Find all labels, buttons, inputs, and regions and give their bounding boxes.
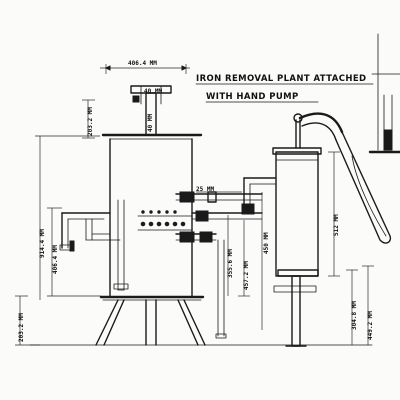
filter-media [137,210,193,231]
dim-label-bottom-left: 203.2 MM [18,313,25,342]
hand-pump [272,112,392,347]
dimension-top-left: 203.2 MM [82,99,95,139]
dimension-top-width: 406.4 MM [100,60,190,74]
dim-label-top-width: 406.4 MM [128,60,157,67]
dim-label-left-full: 914.4 MM [39,229,46,258]
dim-label-right-450: 450 MM [263,232,270,254]
dim-label-top-left-height: 203.2 MM [87,107,94,136]
title-line-2: WITH HAND PUMP [206,92,299,102]
top-stem-assembly: 40 MM 40 MM [130,85,172,136]
connecting-pipes: 25 MM [175,177,277,339]
tank-body [99,133,205,301]
dim-label-left-lower: 406.4 MM [52,245,59,274]
dimension-left-full: 914.4 MM 406.4 MM [35,135,101,300]
dim-label-stem: 40 MM [144,88,162,95]
dim-label-right-512: 512 MM [333,214,340,236]
left-u-pipe [59,212,121,252]
dimension-right: 512 MM 304.8 MM 449.2 MM [328,151,374,345]
title-line-1: IRON REMOVAL PLANT ATTACHED [196,74,367,84]
dim-label-right-lower: 449.2 MM [367,311,374,340]
dim-label-stem-upper: 40 MM [147,114,154,132]
dimension-bottom-left: 203.2 MM [15,295,40,346]
dim-label-mid-457: 457.2 MM [243,261,250,290]
dimension-middle: 355.6 MM 457.2 MM 450 MM [227,192,270,330]
dim-label-pipe-25: 25 MM [196,186,214,193]
tank-stand [95,299,206,346]
dim-label-right-bottom: 304.8 MM [351,301,358,330]
dim-label-mid-355: 355.6 MM [227,249,234,278]
beaker-fragment [368,33,400,154]
